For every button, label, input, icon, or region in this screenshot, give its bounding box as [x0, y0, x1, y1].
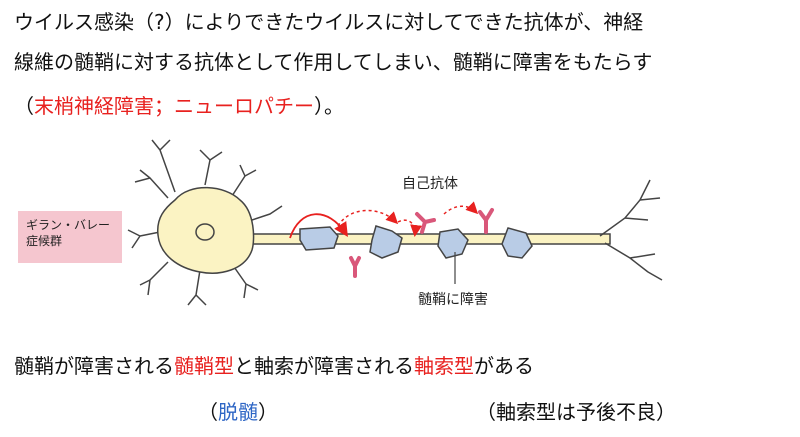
summary-part-5: がある — [474, 354, 534, 378]
antibody-2 — [415, 212, 436, 234]
axon-terminal — [599, 179, 663, 281]
label-autoantibody: 自己抗体 — [402, 176, 458, 192]
paragraph-line-1: ウイルス感染（?）によりできたウイルスに対してできた抗体が、神経 — [14, 10, 644, 34]
note-paren-close: ） — [258, 400, 278, 424]
demyelination-term: 脱髄 — [218, 400, 258, 424]
note-demyelination: （脱髄） — [198, 398, 278, 426]
badge-line-1: ギラン・バレー — [26, 218, 111, 232]
myelin-sheaths — [299, 225, 533, 259]
guillain-barre-badge: ギラン・バレー 症候群 — [18, 211, 122, 263]
summary-part-3: と軸索が障害される — [234, 354, 414, 378]
arrow-dotted-2 — [397, 219, 423, 237]
paren-open: （ — [14, 94, 34, 118]
summary-part-1: 髄鞘が障害される — [14, 354, 174, 378]
myelin-1 — [299, 226, 339, 251]
note-paren-open: （ — [198, 400, 218, 424]
antibodies — [349, 208, 494, 278]
arrow-dotted-3 — [443, 201, 479, 215]
antibody-3 — [478, 208, 494, 234]
myelin-2 — [369, 225, 403, 259]
arrow-dotted-1 — [337, 209, 399, 227]
arrow-solid — [289, 213, 348, 239]
note-axonal-prognosis: （軸索型は予後不良） — [476, 400, 676, 424]
paragraph-line-3: （末梢神経障害；ニューロパチー）。 — [14, 92, 344, 120]
neuropathy-term: 末梢神経障害；ニューロパチー — [34, 94, 314, 118]
paren-close: ）。 — [314, 94, 344, 118]
myelin-3 — [437, 228, 469, 259]
summary-line: 髄鞘が障害される髄鞘型と軸索が障害される軸索型がある — [14, 352, 534, 380]
paragraph-line-2: 線維の髄鞘に対する抗体として作用してしまい、髄鞘に障害をもたらす — [14, 50, 653, 74]
badge-line-2: 症候群 — [26, 234, 63, 248]
antibody-1 — [349, 256, 361, 278]
label-myelin-damage: 髄鞘に障害 — [418, 292, 488, 308]
myelin-4 — [501, 227, 533, 259]
demyelinating-type: 髄鞘型 — [174, 354, 234, 378]
cell-body — [127, 139, 283, 306]
axonal-type: 軸索型 — [414, 354, 474, 378]
